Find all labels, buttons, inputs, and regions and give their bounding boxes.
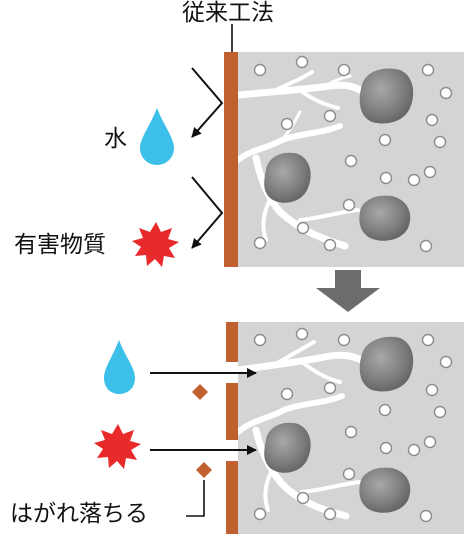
water-label: 水: [104, 126, 127, 152]
harmful-deflect-arrow: [191, 176, 224, 249]
harmful-burst-icon: [94, 424, 141, 469]
water-drop-icon: [104, 340, 135, 394]
bottom-panel: [94, 322, 464, 534]
conventional-method-label: 従来工法: [182, 0, 274, 26]
paint-flake-icon: [192, 384, 208, 400]
top-pores: [253, 55, 453, 253]
bottom-rock-1: [359, 336, 414, 392]
water-deflect-arrow: [191, 67, 224, 138]
top-panel: [132, 24, 464, 267]
bottom-pores: [253, 327, 453, 523]
top-rock-2: [264, 152, 311, 203]
top-cracks: [234, 70, 364, 250]
broken-coating-layer: [226, 322, 238, 534]
water-drop-icon: [140, 108, 174, 165]
paint-flake-icon: [196, 462, 212, 478]
down-arrow-icon: [316, 270, 380, 312]
top-rock-1: [359, 68, 414, 124]
harmful-substances-label: 有害物質: [14, 232, 106, 258]
bottom-rock-3: [359, 467, 411, 513]
peel-leader-line: [186, 480, 205, 517]
top-coating-layer: [224, 52, 238, 267]
bottom-rock-2: [264, 422, 311, 473]
harmful-burst-icon: [132, 222, 179, 267]
top-rock-3: [359, 195, 411, 241]
peels-off-label: はがれ落ちる: [10, 501, 148, 527]
